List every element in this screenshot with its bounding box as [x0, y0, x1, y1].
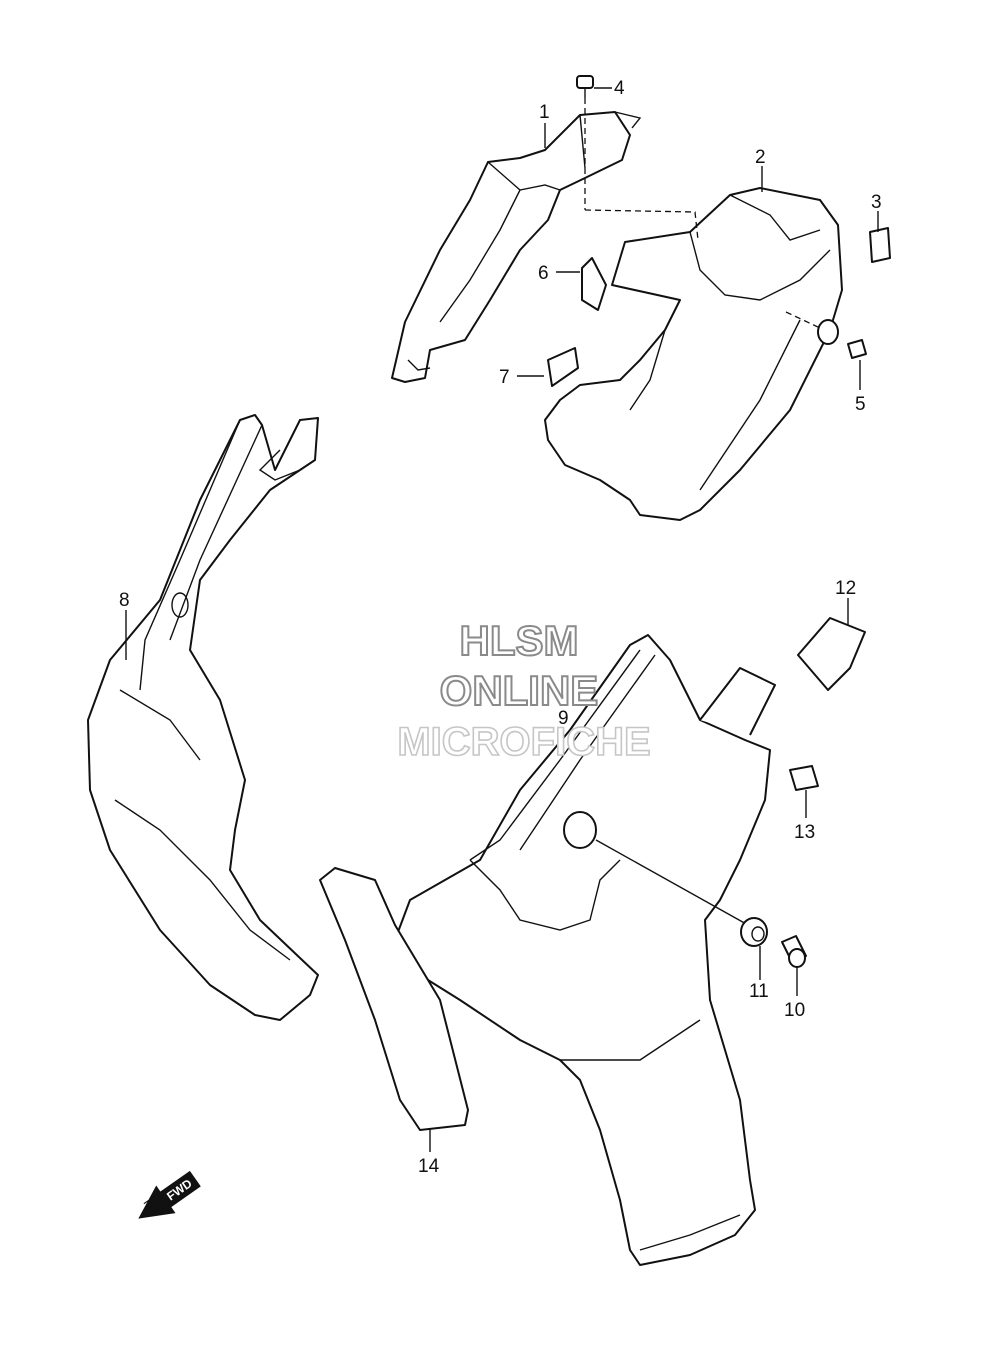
part-2-upper-cover — [544, 187, 843, 521]
callout-5: 5 — [855, 394, 866, 415]
callout-3: 3 — [871, 192, 882, 213]
part-7-pad — [547, 347, 579, 387]
watermark-line-2: ONLINE — [440, 667, 599, 714]
part-14-side-strip — [319, 867, 469, 1131]
callout-11: 11 — [749, 981, 769, 1002]
forward-arrow-icon: FWD — [138, 1170, 201, 1219]
callout-2: 2 — [755, 147, 766, 168]
watermark-line-3: MICROFICHE — [397, 720, 650, 764]
part-5-screw — [785, 311, 867, 359]
part-4-screw — [576, 75, 699, 241]
part-3-clip — [869, 227, 891, 263]
part-10-screw — [781, 935, 807, 968]
part-9-leg-shield — [394, 634, 776, 1266]
callout-labels: 1 2 3 4 5 6 7 8 9 10 11 12 13 14 — [119, 78, 882, 1177]
watermark-line-1: HLSM — [460, 617, 579, 664]
callout-6: 6 — [538, 263, 549, 284]
callout-12: 12 — [835, 578, 856, 599]
callout-10: 10 — [784, 1000, 805, 1021]
callout-13: 13 — [794, 822, 815, 843]
part-8-left-cover — [87, 414, 319, 1021]
leader-lines — [125, 87, 879, 1152]
callout-4: 4 — [614, 78, 625, 99]
callout-1: 1 — [539, 102, 550, 123]
callout-9: 9 — [558, 708, 569, 729]
callout-14: 14 — [418, 1156, 440, 1177]
part-1-inner-bracket — [391, 111, 642, 383]
watermark: HLSM ONLINE MICROFICHE — [397, 616, 652, 765]
part-13-clip — [789, 765, 819, 791]
callout-8: 8 — [119, 590, 130, 611]
callout-7: 7 — [499, 367, 510, 388]
part-6-pad — [581, 257, 607, 311]
part-11-grommet — [740, 917, 768, 947]
part-12-pad — [797, 617, 866, 691]
